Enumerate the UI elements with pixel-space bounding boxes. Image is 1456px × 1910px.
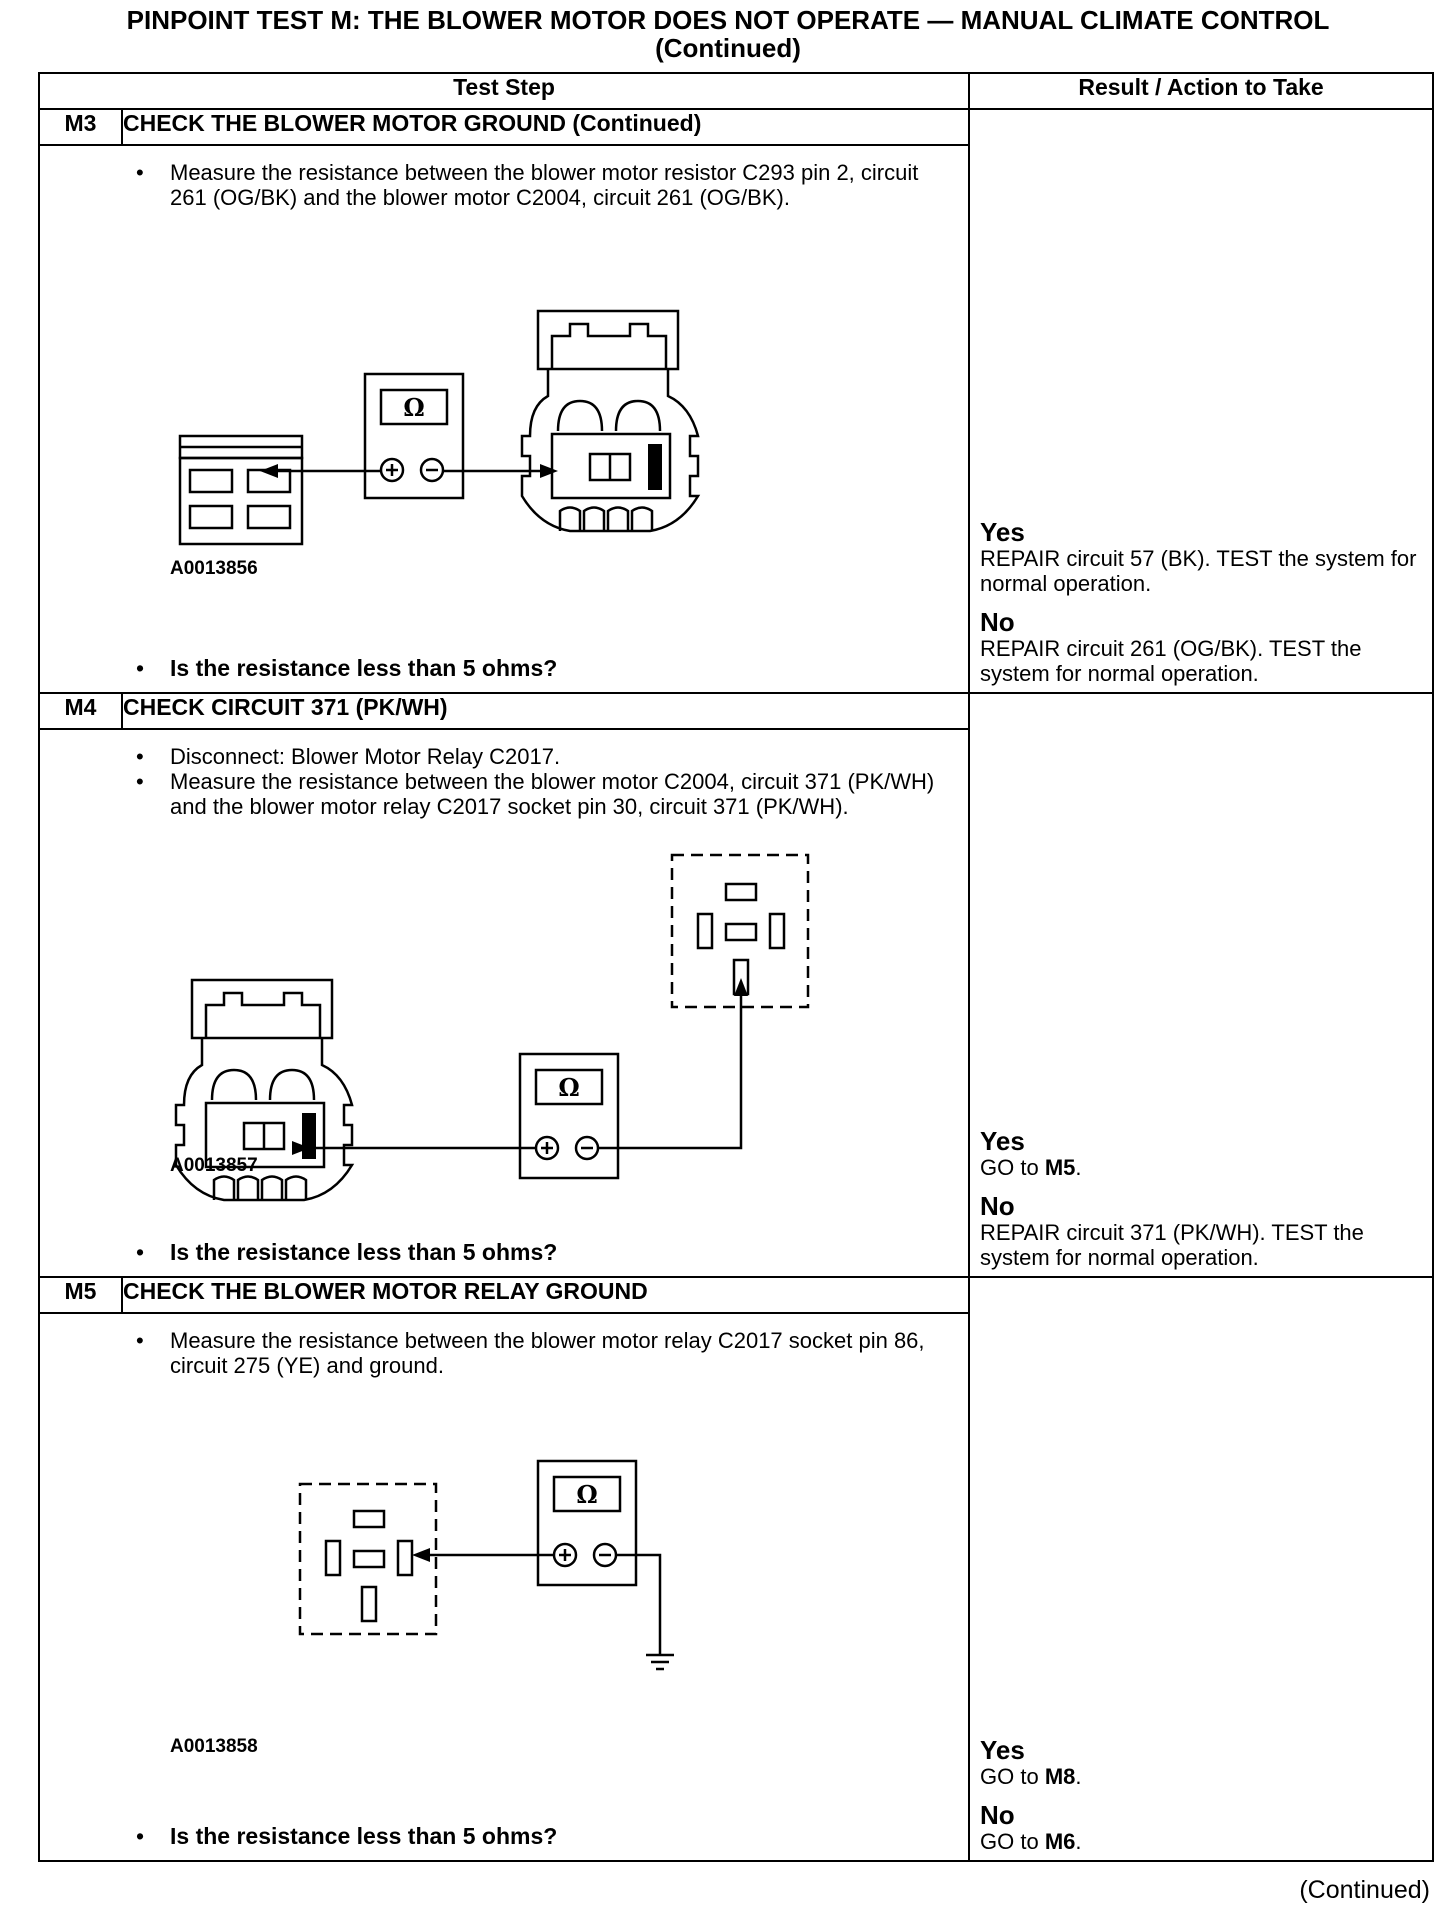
step-id: M3 bbox=[38, 108, 123, 146]
goto-target[interactable]: M8 bbox=[1044, 1764, 1076, 1789]
wiring-diagram-m3: Ω bbox=[178, 309, 701, 546]
step-m3-result: Yes REPAIR circuit 57 (BK). TEST the sys… bbox=[968, 108, 1435, 694]
instruction-item: Measure the resistance between the blowe… bbox=[40, 160, 968, 210]
no-label: No bbox=[980, 1800, 1015, 1830]
table-header-row: Test Step Result / Action to Take bbox=[37, 72, 1435, 110]
no-label: No bbox=[980, 1191, 1015, 1221]
step-m4-body-row: Disconnect: Blower Motor Relay C2017. Me… bbox=[37, 728, 1433, 1278]
header-result: Result / Action to Take bbox=[968, 72, 1435, 110]
step-m3-body: Measure the resistance between the blowe… bbox=[37, 144, 971, 694]
step-m3-title-row: M3 CHECK THE BLOWER MOTOR GROUND (Contin… bbox=[38, 108, 1435, 694]
page-title: PINPOINT TEST M: THE BLOWER MOTOR DOES N… bbox=[0, 6, 1456, 62]
step-m4-body: Disconnect: Blower Motor Relay C2017. Me… bbox=[37, 728, 971, 1278]
wiring-diagram-m5: Ω bbox=[298, 1459, 674, 1671]
step-heading: CHECK CIRCUIT 371 (PK/WH) bbox=[120, 692, 971, 730]
wiring-diagram-m4: Ω bbox=[174, 853, 810, 1202]
step-m4-title-row: M4 CHECK CIRCUIT 371 (PK/WH) Yes GO to M… bbox=[38, 692, 1435, 1278]
ohmmeter bbox=[518, 1052, 620, 1180]
yes-label: Yes bbox=[980, 1735, 1025, 1765]
ohm-symbol: Ω bbox=[403, 393, 424, 422]
pinpoint-test-table: Test Step Result / Action to Take M3 CHE… bbox=[37, 72, 1435, 1862]
relay-socket bbox=[298, 1482, 438, 1636]
result-block: Yes REPAIR circuit 57 (BK). TEST the sys… bbox=[980, 518, 1420, 686]
footer-continued: (Continued) bbox=[1299, 1876, 1430, 1904]
no-action: REPAIR circuit 261 (OG/BK). TEST the sys… bbox=[980, 636, 1362, 686]
yes-action: GO to M8. bbox=[980, 1764, 1082, 1789]
question-text: Is the resistance less than 5 ohms? bbox=[170, 1823, 558, 1849]
step-question: •Is the resistance less than 5 ohms? bbox=[136, 655, 558, 681]
no-label: No bbox=[980, 607, 1015, 637]
step-m5-body-row: Measure the resistance between the blowe… bbox=[37, 1312, 1433, 1862]
ohmmeter bbox=[536, 1459, 638, 1587]
instruction-list: Measure the resistance between the blowe… bbox=[40, 160, 968, 210]
goto-target[interactable]: M6 bbox=[1044, 1829, 1076, 1854]
blower-motor-connector bbox=[190, 978, 334, 1040]
question-text: Is the resistance less than 5 ohms? bbox=[170, 655, 558, 681]
step-m5-title-row: M5 CHECK THE BLOWER MOTOR RELAY GROUND Y… bbox=[38, 1276, 1435, 1862]
instruction-item: Disconnect: Blower Motor Relay C2017. bbox=[40, 744, 968, 769]
relay-socket bbox=[670, 853, 810, 1009]
no-action: REPAIR circuit 371 (PK/WH). TEST the sys… bbox=[980, 1220, 1364, 1270]
ohm-symbol: Ω bbox=[576, 1480, 597, 1509]
step-m5-body: Measure the resistance between the blowe… bbox=[37, 1312, 971, 1862]
step-question: •Is the resistance less than 5 ohms? bbox=[136, 1239, 558, 1265]
step-m4-result: Yes GO to M5. No REPAIR circuit 371 (PK/… bbox=[968, 692, 1435, 1278]
step-heading: CHECK THE BLOWER MOTOR GROUND (Continued… bbox=[120, 108, 971, 146]
step-id: M5 bbox=[38, 1276, 123, 1314]
ohm-symbol: Ω bbox=[558, 1073, 579, 1102]
yes-label: Yes bbox=[980, 1126, 1025, 1156]
header-test-step: Test Step bbox=[37, 72, 971, 110]
blower-motor-connector bbox=[536, 309, 680, 371]
goto-target[interactable]: M5 bbox=[1044, 1155, 1076, 1180]
yes-label: Yes bbox=[980, 517, 1025, 547]
ohmmeter bbox=[363, 372, 465, 500]
figure-id: A0013857 bbox=[170, 1155, 258, 1176]
step-id: M4 bbox=[38, 692, 123, 730]
instruction-item: Measure the resistance between the blowe… bbox=[40, 769, 968, 819]
step-question: •Is the resistance less than 5 ohms? bbox=[136, 1823, 558, 1849]
step-heading: CHECK THE BLOWER MOTOR RELAY GROUND bbox=[120, 1276, 971, 1314]
figure-id: A0013858 bbox=[170, 1736, 258, 1757]
instruction-item: Measure the resistance between the blowe… bbox=[40, 1328, 968, 1378]
resistor-connector bbox=[178, 456, 304, 546]
title-line-2: (Continued) bbox=[655, 33, 801, 63]
figure-id: A0013856 bbox=[170, 558, 258, 579]
instruction-list: Disconnect: Blower Motor Relay C2017. Me… bbox=[40, 744, 968, 819]
question-text: Is the resistance less than 5 ohms? bbox=[170, 1239, 558, 1265]
no-action: GO to M6. bbox=[980, 1829, 1082, 1854]
result-block: Yes GO to M5. No REPAIR circuit 371 (PK/… bbox=[980, 1127, 1420, 1270]
yes-action: REPAIR circuit 57 (BK). TEST the system … bbox=[980, 546, 1417, 596]
instruction-list: Measure the resistance between the blowe… bbox=[40, 1328, 968, 1378]
result-block: Yes GO to M8. No GO to M6. bbox=[980, 1736, 1420, 1854]
yes-action: GO to M5. bbox=[980, 1155, 1082, 1180]
step-m3-body-row: Measure the resistance between the blowe… bbox=[37, 144, 1433, 694]
title-line-1: PINPOINT TEST M: THE BLOWER MOTOR DOES N… bbox=[126, 5, 1330, 35]
step-m5-result: Yes GO to M8. No GO to M6. bbox=[968, 1276, 1435, 1862]
